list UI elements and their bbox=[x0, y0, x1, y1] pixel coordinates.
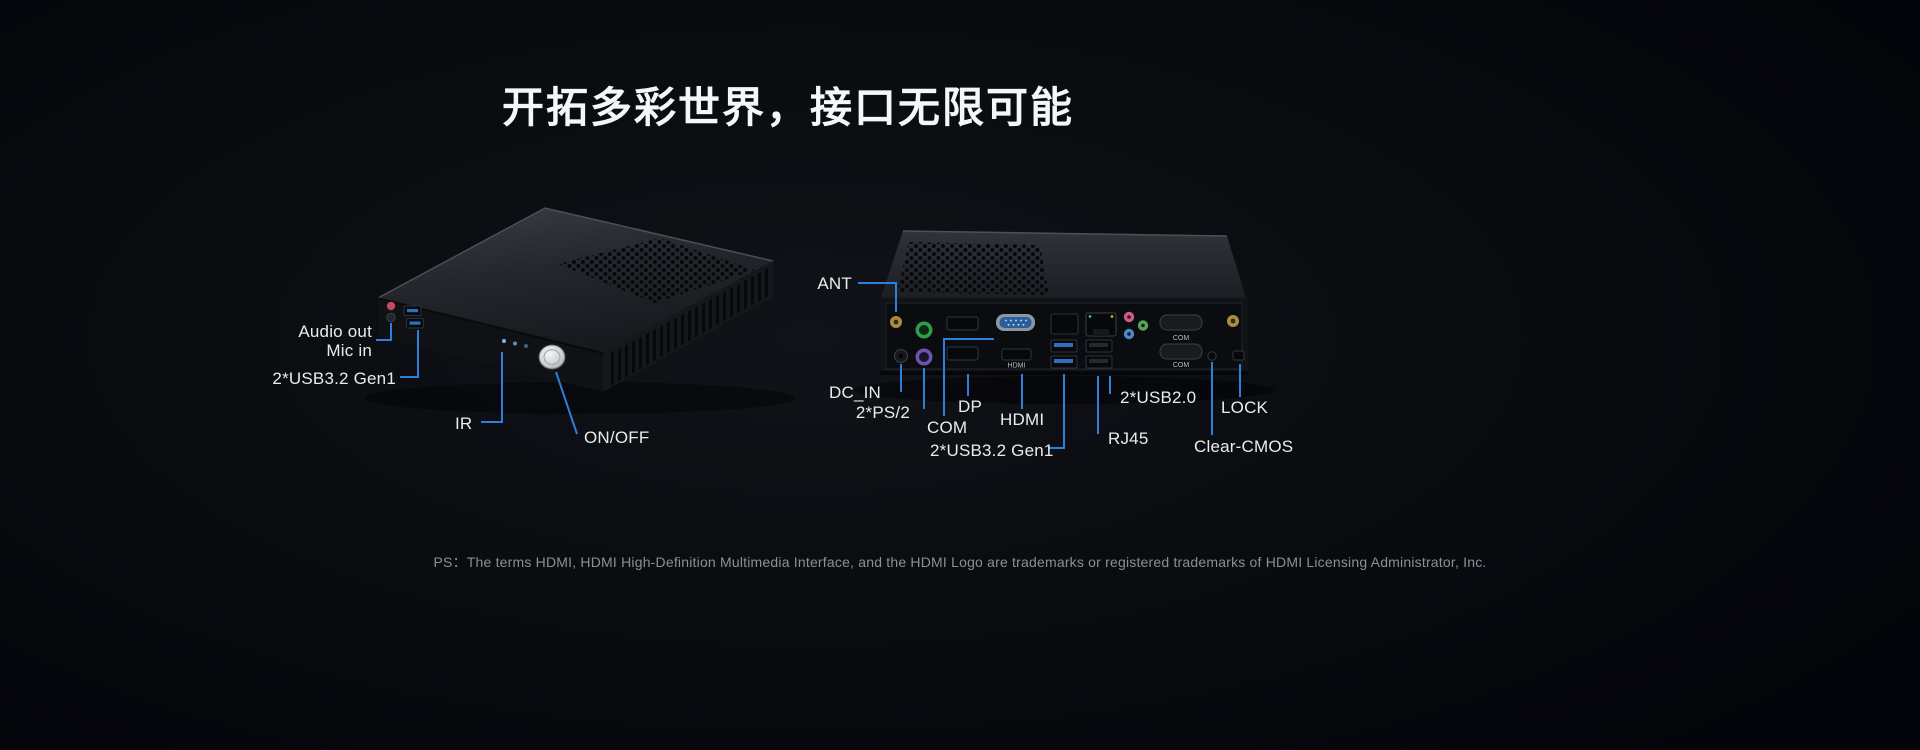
label-on-off: ON/OFF bbox=[584, 428, 650, 447]
com-headers: COM COM bbox=[1159, 314, 1203, 369]
label-dp: DP bbox=[958, 397, 983, 416]
hdmi-port: HDMI bbox=[1001, 348, 1032, 370]
front-audio-jacks bbox=[386, 301, 396, 323]
label-front-usb32: 2*USB3.2 Gen1 bbox=[272, 369, 396, 388]
ps2-ports bbox=[915, 321, 933, 366]
label-dc-in: DC_IN bbox=[828, 383, 881, 402]
front-usb3-ports bbox=[403, 305, 424, 329]
label-audio-out: Audio out bbox=[298, 322, 372, 341]
callout-ir bbox=[481, 352, 503, 423]
label-lock: LOCK bbox=[1221, 398, 1269, 417]
rear-device-rim-highlight bbox=[902, 230, 1228, 237]
callout-ant bbox=[858, 282, 897, 312]
power-button bbox=[538, 344, 566, 370]
rear-device: HDMI bbox=[854, 230, 1274, 449]
com-top-print: COM bbox=[1173, 335, 1190, 342]
callout-rear-usb3 bbox=[1048, 374, 1065, 449]
com-bottom-print: COM bbox=[1173, 362, 1190, 369]
dc-in-jack bbox=[893, 348, 909, 364]
callout-audio bbox=[376, 323, 392, 341]
label-rj45: RJ45 bbox=[1108, 429, 1149, 448]
front-device-top-vents bbox=[558, 238, 755, 303]
label-usb20: 2*USB2.0 bbox=[1120, 388, 1197, 407]
label-rear-usb32: 2*USB3.2 Gen1 bbox=[930, 441, 1054, 460]
rear-callout-lines bbox=[858, 282, 1241, 449]
label-ant: ANT bbox=[817, 274, 852, 293]
front-device bbox=[365, 207, 795, 435]
usb3-ports bbox=[1050, 339, 1078, 369]
hdmi-print: HDMI bbox=[1008, 363, 1026, 370]
ant-connector-left bbox=[890, 316, 902, 328]
label-ir: IR bbox=[455, 414, 473, 433]
label-com: COM bbox=[927, 418, 968, 437]
callout-com bbox=[943, 338, 994, 416]
dp-ports bbox=[946, 316, 979, 361]
label-hdmi: HDMI bbox=[1000, 410, 1045, 429]
callout-front-usb bbox=[400, 330, 419, 378]
label-mic-in: Mic in bbox=[326, 341, 372, 360]
front-callout-lines bbox=[376, 323, 578, 435]
front-device-shadow bbox=[365, 382, 795, 414]
rear-device-bottom-edge bbox=[880, 371, 1248, 375]
front-status-leds bbox=[502, 339, 528, 348]
com-db9-port bbox=[996, 314, 1035, 331]
hdmi-trademark-notice: PS：The terms HDMI, HDMI High-Definition … bbox=[433, 554, 1487, 570]
front-device-rim-highlight bbox=[377, 207, 774, 299]
label-clear-cmos: Clear-CMOS bbox=[1194, 437, 1294, 456]
aux-port bbox=[1050, 313, 1079, 335]
usb2-ports bbox=[1085, 339, 1113, 369]
callout-power bbox=[555, 371, 578, 435]
audio-jacks-rear bbox=[1123, 311, 1149, 340]
page-title: 开拓多彩世界，接口无限可能 bbox=[501, 84, 1075, 131]
clear-cmos-button bbox=[1207, 351, 1217, 361]
rear-device-top-vents bbox=[897, 242, 1049, 295]
label-ps2: 2*PS/2 bbox=[855, 403, 910, 422]
rj45-port bbox=[1085, 312, 1117, 337]
kensington-lock-slot bbox=[1232, 350, 1245, 361]
ant-connector-right bbox=[1227, 315, 1239, 327]
